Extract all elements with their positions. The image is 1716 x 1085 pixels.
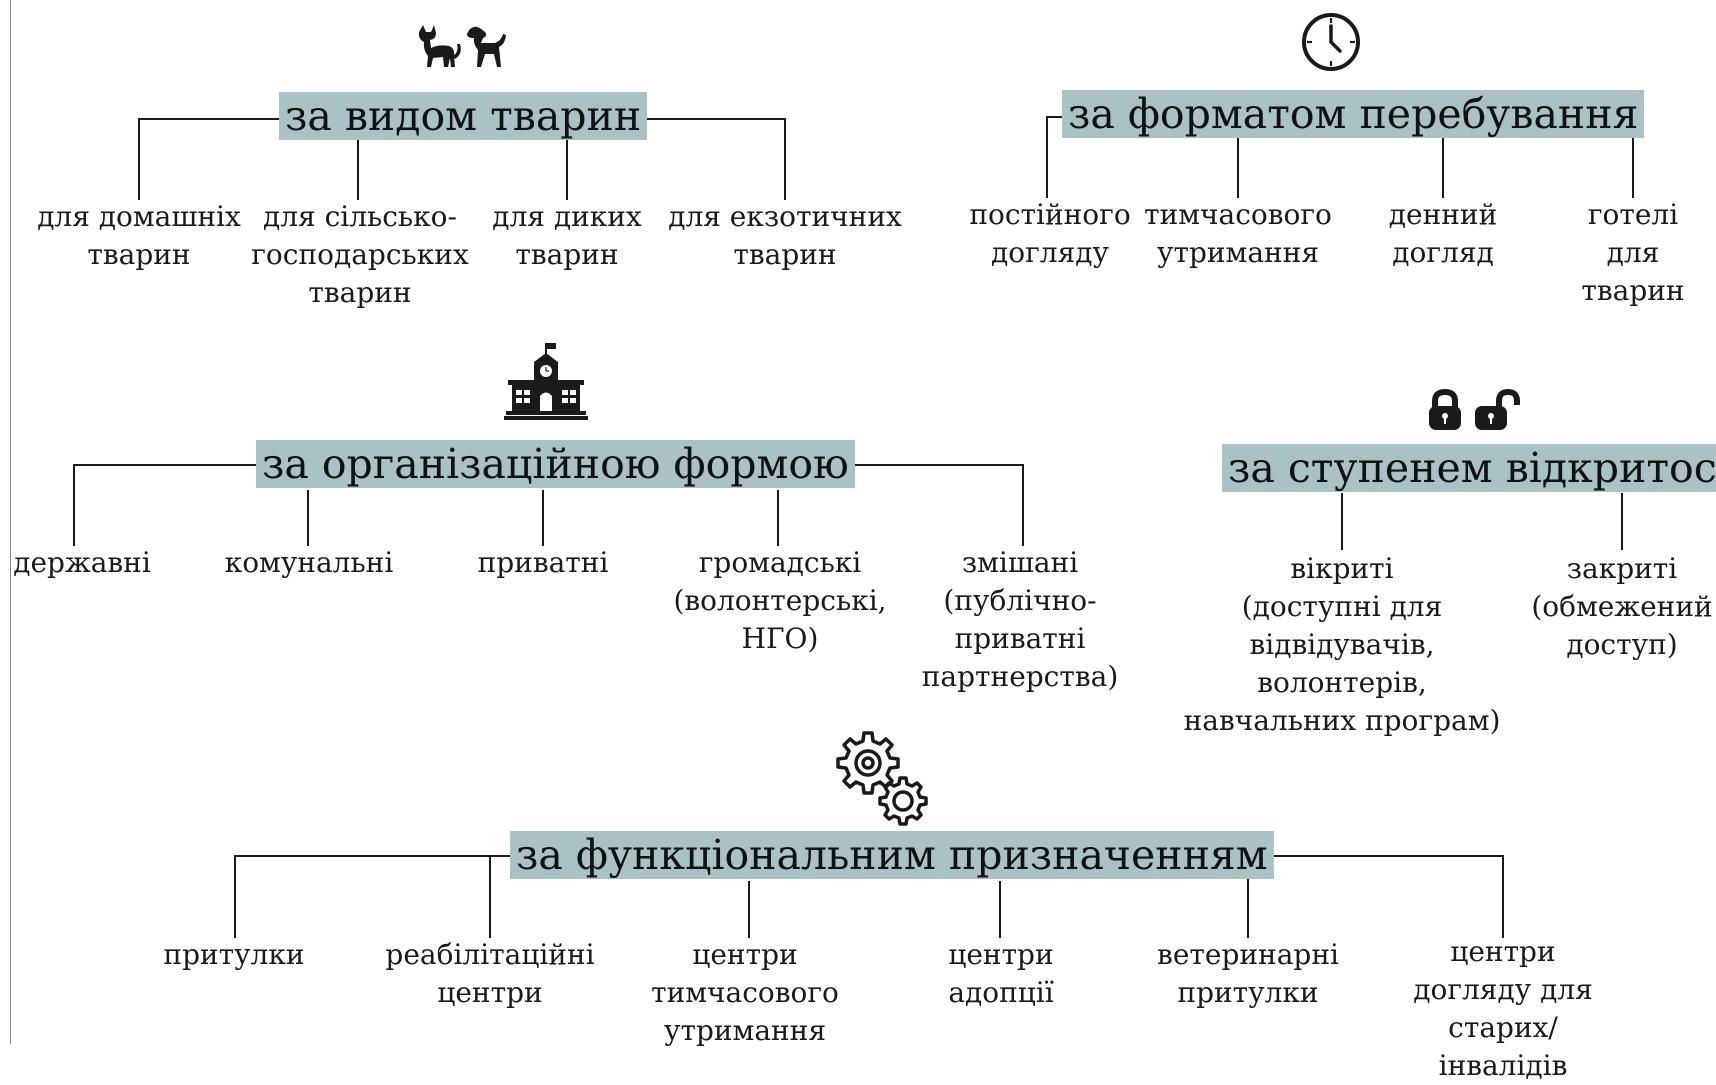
lock-icon bbox=[1429, 388, 1461, 430]
node-rehab-centers: реабілітаційні центри bbox=[385, 938, 595, 1009]
header-openness: за ступенем відкритості bbox=[1222, 444, 1716, 492]
header-org-form: за організаційною формою bbox=[256, 440, 855, 488]
node-farm-animals: для сільсько- господарських тварин bbox=[251, 200, 469, 309]
node-open: вікриті (доступні для відвідувачів, воло… bbox=[1183, 552, 1501, 737]
connector-lines bbox=[73, 116, 1634, 938]
clock-icon bbox=[1302, 13, 1360, 71]
gears-icon bbox=[836, 731, 928, 826]
node-temporary-keeping: тимчасового утримання bbox=[1144, 198, 1332, 269]
cat-dog-icon bbox=[418, 25, 506, 67]
building-icon bbox=[504, 343, 588, 420]
node-closed: закриті (обмежений доступ) bbox=[1531, 552, 1713, 661]
page-left-border bbox=[10, 0, 11, 1044]
node-exotic-animals: для екзотичних тварин bbox=[668, 200, 902, 271]
node-shelters: притулки bbox=[163, 938, 305, 971]
node-domestic-animals: для домашніх тварин bbox=[37, 200, 241, 271]
node-pet-hotels: готелі для тварин bbox=[1581, 198, 1685, 307]
node-wild-animals: для диких тварин bbox=[492, 200, 642, 271]
node-public-ngo: громадські (волонтерські, НГО) bbox=[673, 546, 887, 655]
header-animal-type: за видом тварин bbox=[279, 92, 648, 140]
node-day-care: денний догляд bbox=[1388, 198, 1498, 269]
node-vet-shelters: ветеринарні притулки bbox=[1157, 938, 1339, 1009]
header-function: за функціональним призначенням bbox=[510, 831, 1274, 879]
node-adoption-centers: центри адопції bbox=[948, 938, 1054, 1009]
unlock-icon bbox=[1475, 388, 1520, 430]
header-stay-format: за форматом перебування bbox=[1062, 90, 1645, 138]
node-state: державні bbox=[13, 546, 151, 579]
node-mixed-ppp: змішані (публічно- приватні партнерства) bbox=[921, 546, 1119, 693]
node-temporary-centers: центри тимчасового утримання bbox=[651, 938, 839, 1047]
node-private: приватні bbox=[477, 546, 609, 579]
node-elderly-care: центри догляду для старих/інвалідів bbox=[1413, 935, 1593, 1082]
node-communal: комунальні bbox=[224, 546, 394, 579]
node-permanent-care: постійного догляду bbox=[969, 198, 1131, 269]
